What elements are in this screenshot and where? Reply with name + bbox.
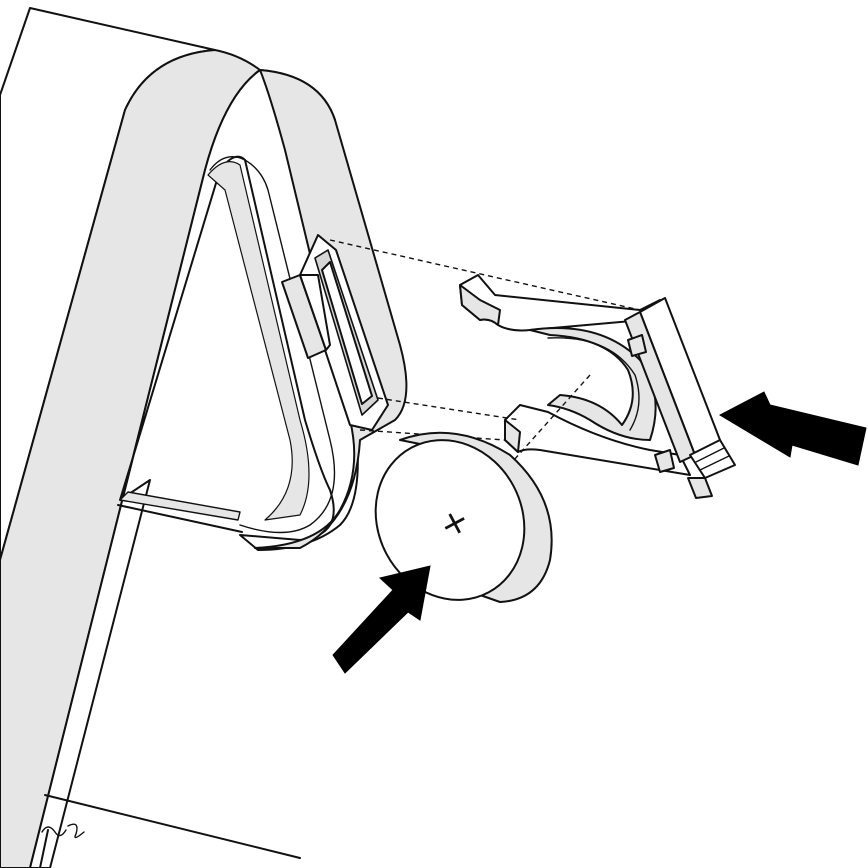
holder-plate-tab-top: [627, 334, 647, 357]
guide-line-axis: [504, 374, 591, 471]
coin-battery: +: [374, 431, 553, 603]
housing-base-line-2: [39, 829, 49, 868]
insertion-arrows: [332, 391, 867, 674]
housing-crossbar: [119, 491, 241, 521]
holder-plate-tab-bottom: [654, 449, 675, 473]
guide-line-top: [329, 239, 641, 311]
holder-grip-rib-2: [699, 455, 730, 471]
holder-grip-base: [687, 477, 713, 499]
housing-inner-opening: [209, 156, 336, 534]
housing-base-line: [44, 794, 301, 859]
guide-line-bottom: [377, 397, 521, 421]
device-housing: [0, 7, 408, 868]
slot-inner-lip: [321, 261, 373, 405]
battery-face: [374, 439, 526, 601]
cable-squiggle: [41, 823, 85, 839]
holder-top-arm-depth: [459, 284, 501, 326]
holder-grip-rib-1: [695, 447, 725, 463]
arrow-battery-insert: [332, 565, 431, 674]
battery-slot: [281, 234, 389, 431]
housing-crossbar-line: [117, 504, 243, 533]
holder-bottom-arm-depth: [504, 419, 521, 453]
housing-inner-shade: [207, 161, 310, 521]
slot-left-tab-front: [299, 274, 331, 351]
battery-holder: [459, 274, 736, 499]
holder-cradle-inner: [547, 337, 640, 431]
arrow-holder-push: [718, 391, 867, 466]
